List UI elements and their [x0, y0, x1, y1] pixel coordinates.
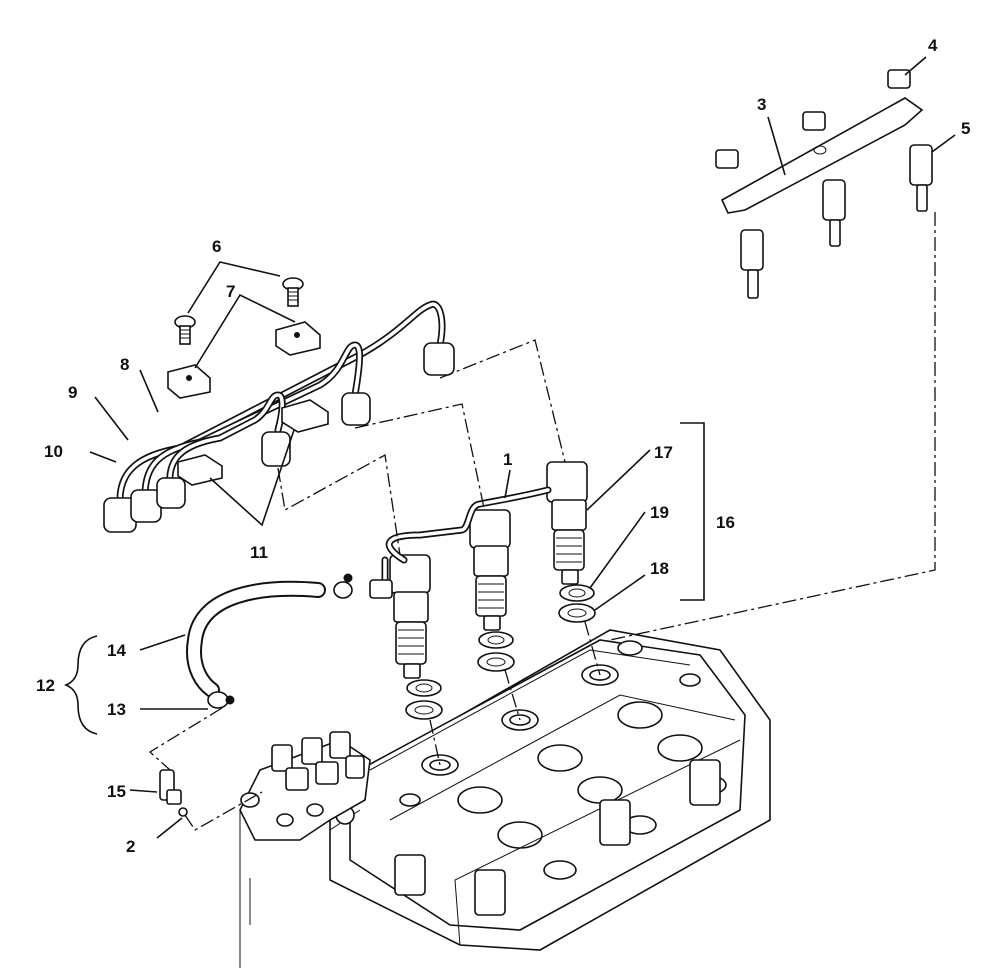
- banjo-fitting: [159, 769, 188, 817]
- label-2: 2: [126, 837, 135, 856]
- label-17: 17: [654, 443, 673, 462]
- clamp-bolts: [174, 277, 304, 345]
- glow-plugs: [740, 144, 933, 299]
- label-18: 18: [650, 559, 669, 578]
- fuel-return-hose: [186, 573, 393, 709]
- callout-labels: 1 2 3 4 5 6 7 8 9 10 11 12 13 14 15 16 1…: [36, 36, 970, 856]
- injector-center: [469, 509, 511, 631]
- label-1: 1: [503, 450, 512, 469]
- cylinder-head: [329, 629, 771, 951]
- injection-pump: [239, 731, 371, 968]
- injector-17: [546, 461, 588, 585]
- label-15: 15: [107, 782, 126, 801]
- label-5: 5: [961, 119, 970, 138]
- seal-washers: [405, 584, 596, 720]
- injector-left: [389, 554, 431, 679]
- assembly-lines: [148, 212, 936, 831]
- label-11: 11: [250, 543, 268, 562]
- glow-plug-bus-bar: [720, 97, 924, 214]
- label-6: 6: [212, 237, 221, 256]
- label-10: 10: [44, 442, 63, 461]
- label-14: 14: [107, 641, 126, 660]
- leader-lines: [63, 56, 956, 839]
- label-3: 3: [757, 95, 766, 114]
- label-19: 19: [650, 503, 669, 522]
- pipe-clamps: [167, 321, 329, 486]
- label-13: 13: [107, 700, 126, 719]
- pipe-nuts: [103, 342, 455, 533]
- label-4: 4: [928, 36, 938, 55]
- label-16: 16: [716, 513, 735, 532]
- label-8: 8: [120, 355, 129, 374]
- label-12: 12: [36, 676, 55, 695]
- label-9: 9: [68, 383, 77, 402]
- injection-pipes: [116, 300, 446, 504]
- label-7: 7: [226, 282, 235, 301]
- bus-bar-nuts: [715, 69, 911, 169]
